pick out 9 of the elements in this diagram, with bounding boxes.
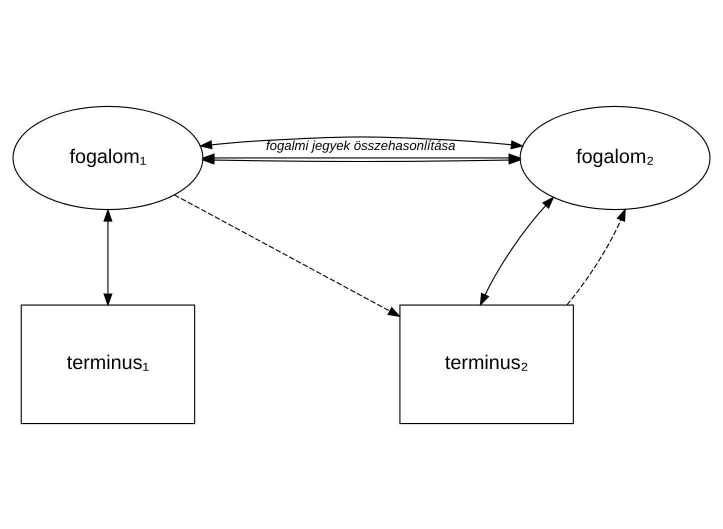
arrow xyxy=(480,196,554,306)
edge-label: fogalmi jegyek összehasonlítása xyxy=(266,137,456,152)
node-box: terminus₂ xyxy=(399,304,574,424)
node-box: terminus₁ xyxy=(20,304,196,424)
arrow xyxy=(103,208,113,306)
node-ellipse: fogalom₁ xyxy=(12,105,204,210)
arrow xyxy=(174,194,402,317)
arrow xyxy=(566,208,626,305)
arrow xyxy=(198,136,524,149)
